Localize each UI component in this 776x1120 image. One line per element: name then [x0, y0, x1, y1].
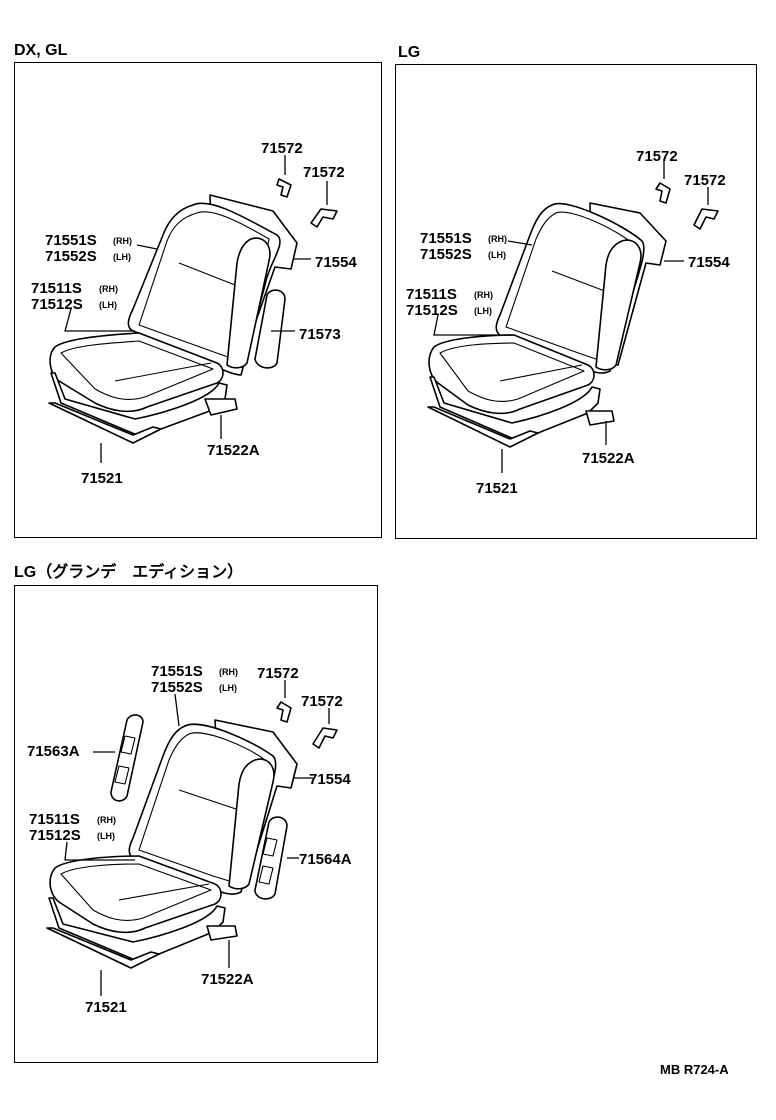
- bracket-71572-a: [655, 182, 671, 204]
- label-back-cover-lh: 71552S: [45, 248, 97, 265]
- label-bracket-71572-b: 71572: [303, 164, 345, 181]
- label-back-cover-rh: 71551S: [420, 230, 472, 247]
- label-bracket-71572-a: 71572: [636, 148, 678, 165]
- suffix-rh: (RH): [474, 290, 493, 300]
- side-support-71564a: [254, 816, 288, 900]
- suffix-lh: (LH): [219, 683, 237, 693]
- diagram-panel-dx-gl: 71572 71572 71551S (RH) 71552S (LH) 7155…: [14, 62, 382, 538]
- base-cover-71522a: [585, 410, 615, 426]
- base-cover-71522a: [206, 925, 238, 941]
- label-base-71521: 71521: [476, 480, 518, 497]
- suffix-lh: (LH): [488, 250, 506, 260]
- bracket-71572-b: [693, 208, 719, 230]
- suffix-rh: (RH): [113, 236, 132, 246]
- suffix-rh: (RH): [488, 234, 507, 244]
- label-bracket-71572-b: 71572: [301, 693, 343, 710]
- seat-base-bottom: [48, 402, 162, 444]
- suffix-lh: (LH): [97, 831, 115, 841]
- label-back-cover-lh: 71552S: [420, 246, 472, 263]
- seatback-seam: [551, 270, 611, 294]
- label-back-cover-lh: 71552S: [151, 679, 203, 696]
- label-board-71554: 71554: [688, 254, 730, 271]
- label-base-cover-71522a: 71522A: [582, 450, 635, 467]
- side-support-detail: [258, 837, 278, 885]
- side-panel-71573: [254, 289, 286, 369]
- seat-cushion-seam: [118, 883, 210, 901]
- label-base-cover-71522a: 71522A: [201, 971, 254, 988]
- label-back-cover-rh: 71551S: [151, 663, 203, 680]
- seat-base-bottom: [46, 927, 160, 969]
- label-board-71554: 71554: [315, 254, 357, 271]
- seat-base-71521: [50, 372, 228, 436]
- seat-base-71521: [429, 376, 601, 440]
- label-cushion-cover-rh: 71511S: [31, 280, 82, 297]
- seatback-side-bolster: [226, 237, 271, 369]
- suffix-rh: (RH): [99, 284, 118, 294]
- label-cushion-cover-lh: 71512S: [31, 296, 83, 313]
- label-side-panel-71573: 71573: [299, 326, 341, 343]
- label-base-cover-71522a: 71522A: [207, 442, 260, 459]
- headrest-support-71563a: [110, 714, 144, 802]
- label-headrest-support-71563a: 71563A: [27, 743, 80, 760]
- seat-base-bottom: [427, 406, 539, 448]
- seat-diagram-lg: 71572 71572 71551S (RH) 71552S (LH) 7155…: [406, 148, 730, 497]
- seat-cushion-piping: [439, 342, 585, 402]
- suffix-lh: (LH): [99, 300, 117, 310]
- label-base-71521: 71521: [85, 999, 127, 1016]
- panel-title-lg: LG: [398, 44, 421, 61]
- label-side-support-71564a: 71564A: [299, 851, 352, 868]
- label-cushion-cover-rh: 71511S: [29, 811, 80, 828]
- base-cover-71522a: [204, 398, 238, 416]
- suffix-lh: (LH): [474, 306, 492, 316]
- bracket-71572-a: [276, 701, 292, 723]
- label-base-71521: 71521: [81, 470, 123, 487]
- label-bracket-71572-a: 71572: [261, 140, 303, 157]
- seat-base-71521: [48, 897, 226, 961]
- seat-cushion-seam: [114, 362, 212, 382]
- label-bracket-71572-b: 71572: [684, 172, 726, 189]
- diagram-panel-lg: 71572 71572 71551S (RH) 71552S (LH) 7155…: [395, 64, 757, 539]
- bracket-71572-b: [312, 727, 338, 749]
- label-bracket-71572-a: 71572: [257, 665, 299, 682]
- diagram-panel-lg-grande-edition: 71572 71572 71551S (RH) 71552S (LH) 7156…: [14, 585, 378, 1063]
- suffix-lh: (LH): [113, 252, 131, 262]
- bracket-71572-b: [310, 208, 338, 228]
- seat-cushion-shape: [49, 855, 222, 934]
- seat-diagram-dx-gl: 71572 71572 71551S (RH) 71552S (LH) 7155…: [31, 140, 357, 487]
- seatback-side-bolster: [228, 758, 275, 890]
- label-board-71554: 71554: [309, 771, 351, 788]
- suffix-rh: (RH): [219, 667, 238, 677]
- seatback-side-bolster: [595, 239, 642, 371]
- label-cushion-cover-lh: 71512S: [29, 827, 81, 844]
- seat-cushion-piping: [60, 863, 212, 921]
- bracket-71572-a: [276, 178, 292, 198]
- label-cushion-cover-rh: 71511S: [406, 286, 457, 303]
- suffix-rh: (RH): [97, 815, 116, 825]
- headrest-support-detail: [114, 735, 136, 785]
- drawing-code: MB R724-A: [660, 1062, 729, 1077]
- seat-cushion-seam: [499, 364, 583, 382]
- label-back-cover-rh: 71551S: [45, 232, 97, 249]
- seat-diagram-lg-grande-edition: 71572 71572 71551S (RH) 71552S (LH) 7156…: [27, 663, 352, 1016]
- label-cushion-cover-lh: 71512S: [406, 302, 458, 319]
- seatback-seam: [178, 262, 236, 286]
- panel-title-lg-grande-edition: LG（グランデ エディション）: [14, 564, 244, 581]
- seat-cushion-piping: [60, 340, 214, 400]
- seatback-seam: [178, 789, 240, 811]
- panel-title-dx-gl: DX, GL: [14, 42, 68, 59]
